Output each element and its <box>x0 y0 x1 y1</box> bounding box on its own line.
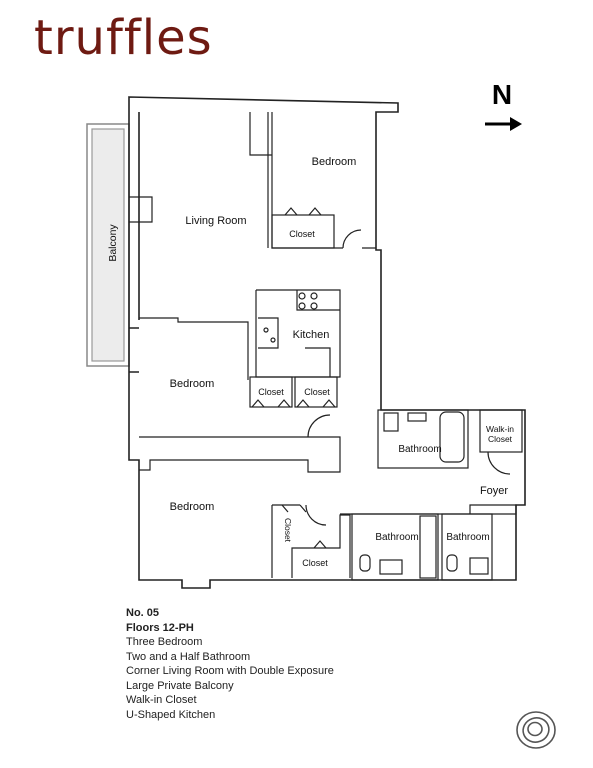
balcony-label: Balcony <box>107 224 119 262</box>
feature-item: U-Shaped Kitchen <box>126 708 216 721</box>
walk-in-closet-label-1: Walk-in <box>486 424 514 434</box>
bedroom-3-label: Bedroom <box>170 501 215 513</box>
living-room-label: Living Room <box>185 215 246 227</box>
closet-1-label: Closet <box>289 229 315 239</box>
bathroom-3-label: Bathroom <box>446 532 489 543</box>
north-letter: N <box>492 79 512 110</box>
feature-item: Three Bedroom <box>126 636 203 648</box>
feature-item: Walk-in Closet <box>126 694 197 706</box>
unit-floors: Floors 12-PH <box>126 621 194 634</box>
bedroom-2-label: Bedroom <box>170 378 215 390</box>
walk-in-closet-label-2: Closet <box>488 434 513 444</box>
closet-5-label: Closet <box>302 558 328 568</box>
north-arrow-head-icon <box>510 117 522 131</box>
foyer-label: Foyer <box>480 485 508 497</box>
bathroom-1-label: Bathroom <box>398 444 441 455</box>
kitchen-label: Kitchen <box>293 329 330 341</box>
closet-2-label: Closet <box>258 387 284 397</box>
bathroom-2-label: Bathroom <box>375 532 418 543</box>
north-compass: N <box>485 79 522 131</box>
closet-4-label: Closet <box>283 518 293 543</box>
unit-number: No. 05 <box>126 607 160 619</box>
seal-logo-icon <box>516 711 556 749</box>
brand-logo: truffles <box>34 10 213 66</box>
closet-3-label: Closet <box>304 387 330 397</box>
feature-item: Large Private Balcony <box>126 679 234 692</box>
feature-item: Corner Living Room with Double Exposure <box>126 665 334 677</box>
balcony-area <box>86 123 130 367</box>
floor-plan: Balcony Living Room Bedroom Closet Kitch… <box>86 96 526 589</box>
interior-walls <box>129 112 523 581</box>
unit-info: No. 05 Floors 12-PH Three Bedroom Two an… <box>126 606 334 722</box>
bedroom-1-label: Bedroom <box>312 156 357 168</box>
feature-item: Two and a Half Bathroom <box>126 650 251 663</box>
